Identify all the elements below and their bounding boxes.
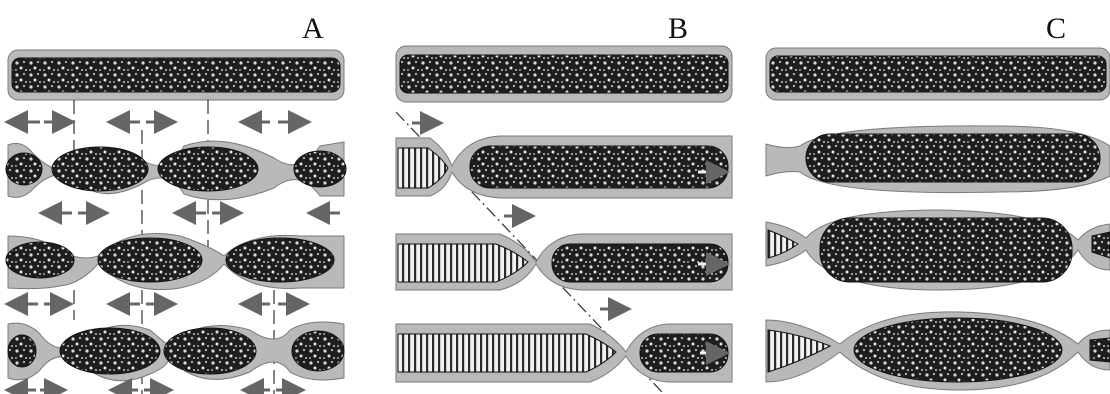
panel-a: A xyxy=(6,12,346,394)
panel-c-fiber-3 xyxy=(766,312,1110,390)
panel-a-label: A xyxy=(302,12,324,45)
panel-a-straight-fiber xyxy=(8,50,344,100)
panel-b-straight-fiber xyxy=(396,46,732,102)
panel-b: B xyxy=(396,12,732,392)
panel-c-fiber-2 xyxy=(766,210,1110,290)
panel-a-beaded-fiber-2 xyxy=(6,234,344,290)
panel-c: C xyxy=(766,12,1110,390)
panel-a-beaded-fiber-3 xyxy=(8,322,344,381)
panel-b-fiber-2 xyxy=(396,234,732,290)
panel-c-straight-fiber xyxy=(766,48,1110,100)
panel-c-label: C xyxy=(1046,12,1066,45)
panel-b-fiber-3 xyxy=(396,324,732,382)
panel-b-label: B xyxy=(668,12,688,45)
panel-b-fiber-1 xyxy=(396,136,732,198)
panel-a-beaded-fiber-1 xyxy=(6,141,346,200)
panel-c-fiber-1 xyxy=(766,126,1110,193)
